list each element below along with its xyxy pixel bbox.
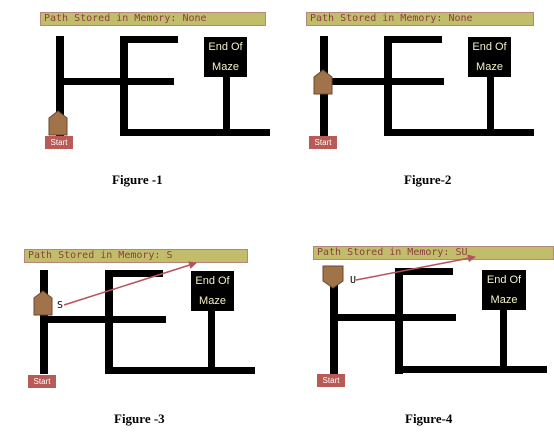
end-of-maze-box: End Of Maze	[204, 37, 247, 77]
end-label-line1: End Of	[195, 275, 230, 287]
arrow-icon	[63, 261, 197, 306]
end-label-line2: Maze	[490, 294, 518, 306]
maze-wall	[395, 366, 547, 373]
robot-marker-icon	[33, 290, 53, 316]
maze-wall	[105, 367, 255, 374]
maze-wall	[120, 129, 270, 136]
robot-marker-icon	[322, 265, 344, 289]
end-label-line2: Maze	[476, 61, 503, 73]
maze-wall	[223, 72, 230, 132]
maze-wall	[500, 304, 507, 370]
maze-wall	[120, 36, 128, 136]
start-label: Start	[45, 136, 73, 149]
maze-wall	[330, 268, 338, 374]
maze-wall	[487, 72, 494, 132]
end-label-line2: Maze	[199, 295, 226, 307]
maze-wall	[208, 306, 215, 370]
maze-wall	[384, 36, 442, 43]
end-label-line1: End Of	[486, 274, 522, 286]
start-label: Start	[28, 375, 56, 388]
maze-wall	[56, 36, 64, 136]
end-label-line2: Maze	[212, 61, 239, 73]
end-of-maze-box: End Of Maze	[482, 270, 526, 310]
maze-wall	[320, 78, 444, 85]
figure-caption: Figure-2	[404, 172, 452, 187]
maze-wall	[395, 268, 453, 275]
end-of-maze-box: End Of Maze	[468, 37, 511, 77]
start-label: Start	[309, 136, 337, 149]
maze-wall	[384, 129, 534, 136]
figure-caption: Figure -1	[112, 172, 163, 187]
end-of-maze-box: End Of Maze	[191, 271, 234, 311]
maze-wall	[120, 36, 178, 43]
figure-caption: Figure -3	[114, 411, 165, 426]
path-letter: U	[350, 275, 357, 286]
maze-wall	[384, 36, 392, 136]
maze-wall	[105, 270, 163, 277]
memory-banner: Path Stored in Memory: None	[306, 12, 534, 26]
arrow-icon	[355, 254, 476, 281]
maze-wall	[56, 78, 174, 85]
maze-wall	[105, 270, 113, 374]
path-letter: S	[57, 300, 64, 311]
robot-marker-icon	[48, 110, 68, 136]
maze-wall	[330, 314, 456, 321]
figure-caption: Figure-4	[405, 411, 453, 426]
maze-wall	[40, 316, 166, 323]
maze-wall	[395, 268, 403, 374]
robot-marker-icon	[313, 69, 333, 95]
start-label: Start	[317, 374, 345, 387]
end-label-line1: End Of	[472, 41, 507, 53]
end-label-line1: End Of	[208, 41, 243, 53]
memory-banner: Path Stored in Memory: None	[40, 12, 266, 26]
memory-banner: Path Stored in Memory: S	[24, 249, 248, 263]
